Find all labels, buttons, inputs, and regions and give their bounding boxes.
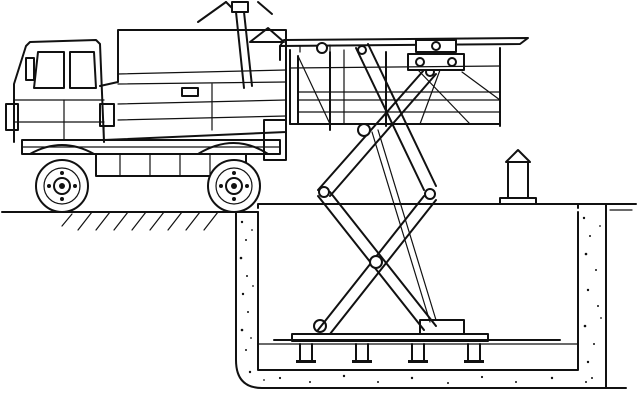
vent-stack [499, 149, 537, 205]
ground-hatching [1, 211, 259, 231]
scissor-arms [317, 43, 437, 335]
floor-anchors [296, 343, 484, 363]
rear-wheel [197, 142, 269, 213]
truck [5, 1, 287, 177]
lift-platform [279, 37, 529, 131]
front-wheel [29, 144, 95, 213]
lift-base [291, 319, 489, 342]
concrete-texture [239, 216, 602, 384]
